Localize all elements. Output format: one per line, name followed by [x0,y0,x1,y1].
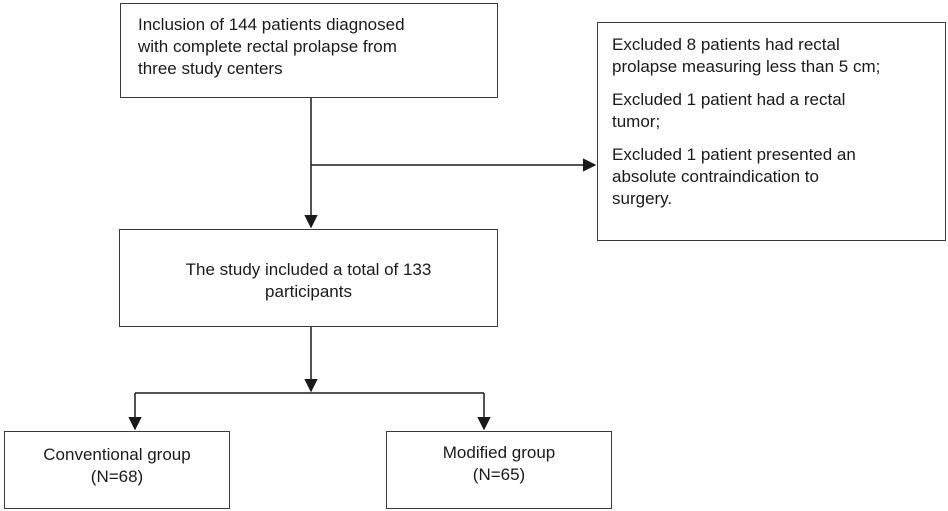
study-line: participants [265,282,352,301]
exclusion-item: Excluded 1 patient presented an absolute… [612,144,945,210]
modified-group-count: (N=65) [472,465,526,484]
study-line: The study included a total of 133 [185,260,432,279]
exclusion-line: Excluded 1 patient presented an [612,145,856,164]
modified-group-label: Modified group [442,443,556,462]
exclusion-line: Excluded 8 patients had rectal [612,35,840,54]
inclusion-line: three study centers [138,59,283,78]
inclusion-line: Inclusion of 144 patients diagnosed [138,15,405,34]
exclusion-line: tumor; [612,112,661,131]
exclusion-line: surgery. [612,189,673,208]
inclusion-line: with complete rectal prolapse from [138,37,397,56]
exclusion-item: Excluded 1 patient had a rectal tumor; [612,89,945,133]
exclusion-box: Excluded 8 patients had rectal prolapse … [597,22,946,241]
conventional-group-box: Conventional group (N=68) [4,431,230,509]
study-box: The study included a total of 133 partic… [119,229,498,327]
inclusion-box: Inclusion of 144 patients diagnosed with… [120,3,498,98]
conventional-group-label: Conventional group [43,445,191,464]
exclusion-line: Excluded 1 patient had a rectal [612,90,846,109]
modified-group-box: Modified group (N=65) [386,431,612,509]
conventional-group-count: (N=68) [90,467,144,486]
exclusion-line: absolute contraindication to [612,167,819,186]
exclusion-item: Excluded 8 patients had rectal prolapse … [612,34,945,78]
exclusion-line: prolapse measuring less than 5 cm; [612,57,881,76]
